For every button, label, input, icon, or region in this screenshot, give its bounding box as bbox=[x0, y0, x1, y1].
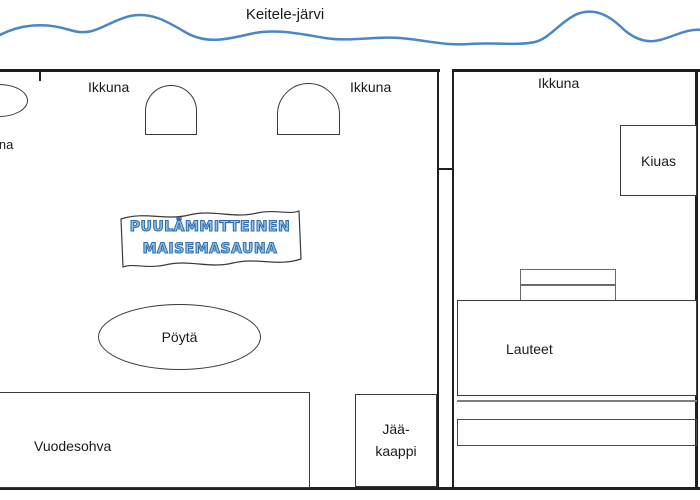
fridge: Jää- kaappi bbox=[355, 394, 437, 487]
top-wall-left bbox=[0, 69, 440, 72]
bench-step-upper bbox=[520, 269, 616, 301]
bottom-wall bbox=[0, 487, 700, 490]
lake-name-label: Keitele-järvi bbox=[245, 6, 325, 23]
top-wall-right bbox=[453, 69, 700, 72]
divider-wall-left-line bbox=[437, 69, 439, 487]
sauna-sign-banner bbox=[120, 210, 302, 268]
bench-lower-line bbox=[457, 400, 697, 402]
arch-chair-right bbox=[277, 83, 340, 135]
sofa-bed-label: Vuodesohva bbox=[34, 438, 112, 454]
sofa-bed: Vuodesohva bbox=[0, 392, 310, 488]
table-label: Pöytä bbox=[161, 329, 198, 345]
sauna-benches: Lauteet bbox=[457, 300, 697, 396]
bench-step-divider-line bbox=[521, 284, 615, 286]
sauna-sign-text: PUULÄMMITTEINEN MAISEMASAUNA bbox=[110, 216, 310, 260]
divider-wall-right-line bbox=[452, 69, 454, 487]
right-wall bbox=[695, 69, 698, 487]
top-wall-joint-tick bbox=[39, 69, 41, 81]
arch-chair-left bbox=[145, 85, 197, 135]
bench-step-lower bbox=[457, 419, 697, 446]
lake-wave-line bbox=[0, 10, 700, 46]
sauna-window-label: Ikkuna bbox=[538, 75, 580, 91]
table: Pöytä bbox=[98, 304, 261, 370]
sauna-sign-line1: PUULÄMMITTEINEN bbox=[129, 218, 291, 235]
sauna-sign-line2: MAISEMASAUNA bbox=[142, 240, 278, 257]
divider-wall-tick bbox=[437, 168, 454, 170]
left-edge-fixture bbox=[0, 84, 28, 117]
left-edge-cut-label: ina bbox=[0, 137, 14, 152]
sauna-stove: Kiuas bbox=[620, 125, 697, 196]
fridge-label: Jää- kaappi bbox=[375, 420, 417, 459]
window-label-right: Ikkuna bbox=[350, 79, 392, 95]
sauna-benches-label: Lauteet bbox=[506, 341, 553, 357]
sauna-stove-label: Kiuas bbox=[640, 152, 677, 169]
window-label-left: Ikkuna bbox=[88, 79, 130, 95]
